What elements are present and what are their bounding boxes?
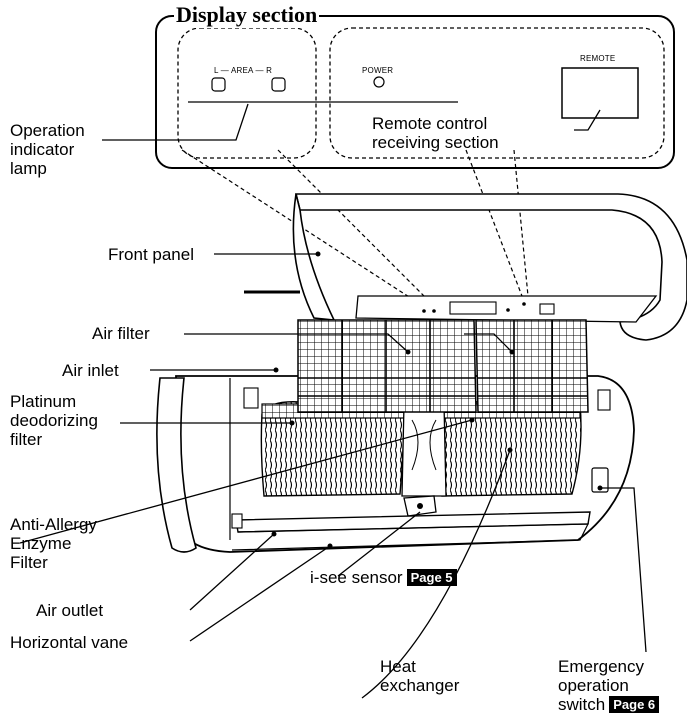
power-lamp xyxy=(373,76,385,88)
air-filter-label: Air filter xyxy=(92,324,150,343)
anti-allergy-label: Anti-Allergy Enzyme Filter xyxy=(10,515,97,572)
area-label: L — AREA — R xyxy=(214,66,273,75)
horizontal-vane-label: Horizontal vane xyxy=(10,633,129,652)
air-filters xyxy=(297,319,589,413)
platinum-filter-label: Platinum deodorizing filter xyxy=(10,392,98,449)
remote-label: REMOTE xyxy=(580,54,616,63)
heat-exchanger-label: Heat exchanger xyxy=(380,657,460,695)
page-6-badge[interactable]: Page 6 xyxy=(609,696,660,713)
power-label: POWER xyxy=(362,66,394,75)
r-lamp xyxy=(271,77,286,92)
remote-receiver xyxy=(561,67,639,119)
indoor-unit-body xyxy=(156,375,635,553)
front-panel-shape xyxy=(244,193,687,341)
l-lamp xyxy=(211,77,226,92)
air-outlet-label: Air outlet xyxy=(36,601,104,620)
operation-indicator-label: Operation indicator lamp xyxy=(10,121,85,178)
air-inlet-label: Air inlet xyxy=(62,361,119,380)
front-panel-label: Front panel xyxy=(108,245,194,264)
page-5-badge[interactable]: Page 5 xyxy=(406,569,457,586)
zoom-lines xyxy=(181,149,529,305)
display-section-box xyxy=(102,15,675,169)
remote-receiving-label: Remote control receiving section xyxy=(372,114,499,152)
leader-lines xyxy=(19,253,647,699)
display-section-title: Display section xyxy=(174,2,320,28)
